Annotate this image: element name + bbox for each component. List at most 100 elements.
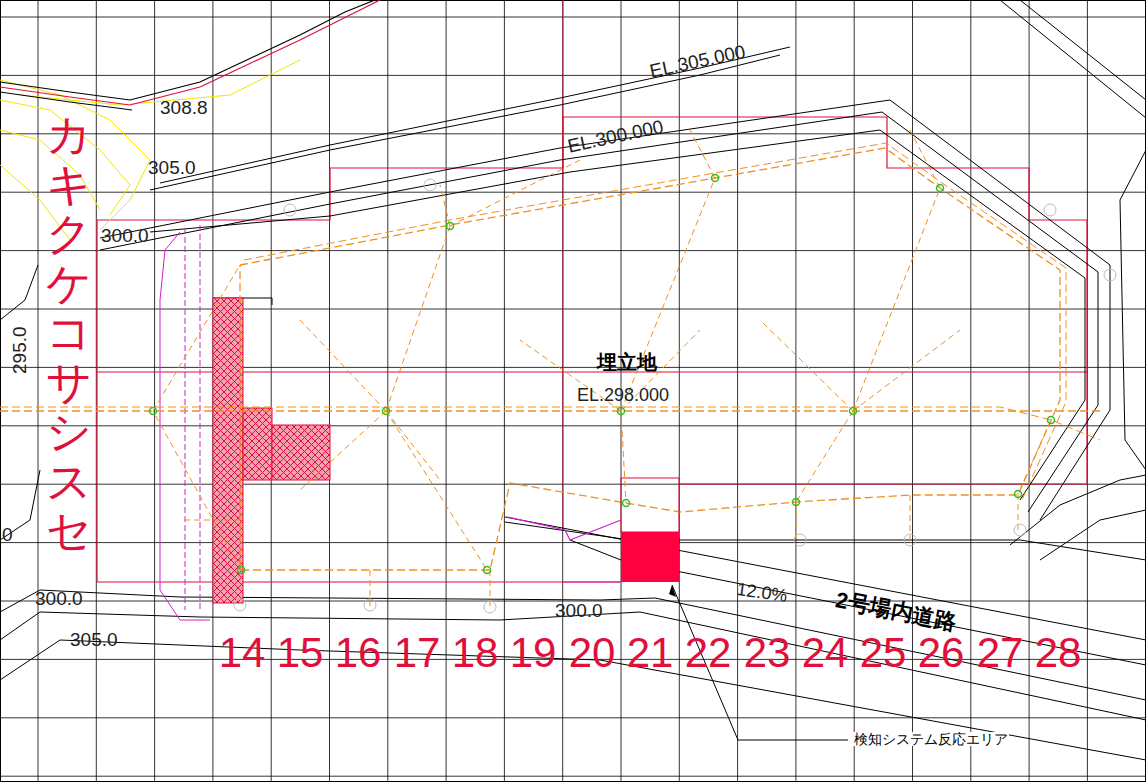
grid-line [0,250,1146,251]
column-number: 28 [1029,632,1087,674]
column-number: 16 [329,632,387,674]
main-drain [0,410,1100,411]
grid-line [0,17,1146,18]
road-edge [1040,510,1146,560]
column-number: 14 [213,632,271,674]
road-edge [640,612,1146,720]
drain-branch [440,185,450,226]
grid-line [0,367,1146,368]
monitor-point [618,408,625,415]
drain-branch [370,570,371,610]
column-number: 24 [796,632,854,674]
grid-line [329,0,330,782]
elevation-label: 305.0 [148,158,196,177]
grid-line [0,717,1146,718]
elevation-label: EL.300.000 [566,117,665,156]
elevation-label: 295.0 [10,326,29,374]
column-number: 15 [271,632,329,674]
drain-branch [760,320,853,411]
liner-outline [244,143,1066,500]
hatched-area [213,298,243,603]
berm-edge [150,130,1085,500]
column-number: 17 [388,632,446,674]
monitor-point [383,408,390,415]
grid-line [970,0,971,782]
grid-line [0,75,1146,76]
column-number: 19 [504,632,562,674]
monitor-point [1048,417,1055,424]
manhole-symbol [1044,204,1056,216]
grid-line [0,776,1146,777]
drain-branch [180,520,240,521]
monitor-point [484,567,491,574]
elevation-label: 308.8 [160,98,208,117]
drain-branch [386,411,440,480]
drain-branch [450,160,580,226]
contour-line [1000,0,1146,118]
drain-branch [910,130,940,188]
manhole-symbol [794,534,806,546]
vertical-title: カキクケコサシスセ [46,110,91,556]
drain-branch [796,502,797,540]
drain-branch [153,411,241,570]
elevation-label: 2号場内道路 [834,589,958,634]
elevation-label: EL.305.000 [648,42,747,81]
column-number: 26 [912,632,970,674]
road-edge [0,0,375,100]
contour-line [1020,0,1146,100]
monitor-point [150,408,157,415]
road-edge [0,92,132,110]
manhole-symbol [484,601,496,613]
grid-line [154,0,155,782]
drain-branch [300,411,386,490]
reference-line [563,0,564,530]
drain-branch [621,178,715,411]
reference-line [97,372,1087,373]
contour-line [150,55,780,190]
manhole-symbol [234,599,246,611]
drain-branch [621,411,626,503]
monitor-point [623,500,630,507]
monitor-point [937,185,944,192]
drain-line [200,225,201,610]
elevation-label: EL.298.000 [577,386,669,404]
manhole-symbol [364,599,376,611]
drain-branch [386,226,450,411]
contour-line [0,265,38,320]
drain-branch [796,411,853,502]
grid-line [271,0,272,782]
cell-outline [621,478,679,532]
grid-line [504,0,505,782]
elevation-label: 埋立地 [597,352,657,372]
drain-line [507,517,621,540]
drain-branch [1018,420,1051,494]
elevation-label: 300.0 [555,601,603,620]
grid-line [0,133,1146,134]
monitor-point [712,175,719,182]
grid-line [387,0,388,782]
grid-line [0,309,1146,310]
road-edge [505,517,1146,640]
detection-area [621,532,679,582]
manhole-symbol [904,534,916,546]
grid-line [1029,0,1030,782]
leader-arrow [669,585,676,597]
berm-edge [100,112,1098,512]
manhole-symbol [424,179,436,191]
monitor-point [238,567,245,574]
drain-branch [153,265,240,411]
column-number: 23 [738,632,796,674]
liner-outline [240,148,1060,570]
berm-edge [100,100,1110,520]
drain-line [160,232,210,620]
drain-line [185,228,186,610]
monitor-point [793,499,800,506]
callout-label: 検知システム反応エリア [853,732,1009,746]
manhole-symbol [1104,269,1116,281]
manhole-symbol [284,204,296,216]
drain-branch [300,320,386,411]
drain-branch [490,570,491,610]
grid-line [446,0,447,782]
